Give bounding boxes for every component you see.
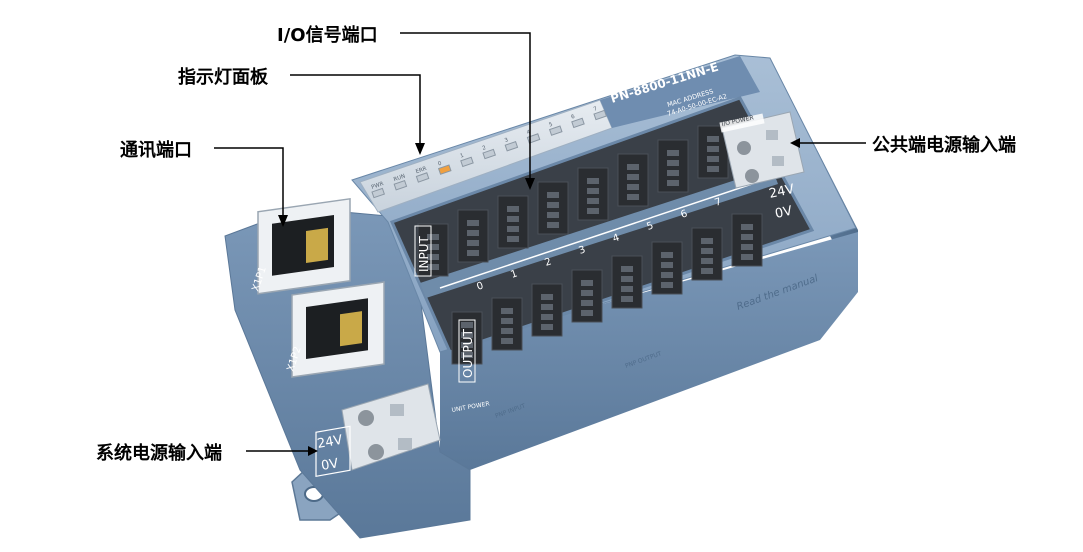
channel-number: 2 (543, 256, 553, 268)
output-terminal-5[interactable] (651, 241, 683, 295)
output-terminal-6[interactable] (691, 227, 723, 281)
ethernet-port-2[interactable] (291, 281, 385, 378)
led-label: 3 (504, 137, 510, 144)
channel-number: 1 (509, 268, 519, 280)
indicator-leds: PWR RUN ERR 0 1 2 3 4 5 6 7 (371, 106, 607, 199)
led-pwr (371, 187, 385, 199)
input-terminal-5[interactable] (617, 153, 649, 207)
channel-number: 3 (577, 244, 587, 256)
led-3 (504, 140, 519, 152)
output-label-box (458, 319, 476, 383)
led-label: 7 (593, 106, 599, 113)
channel-number: 4 (611, 232, 621, 244)
callout-system-power: 系统电源输入端 (96, 443, 222, 464)
led-label: RUN (393, 174, 406, 184)
output-terminal-4[interactable] (611, 255, 643, 309)
led-label: 5 (548, 122, 554, 129)
module-front-face (440, 232, 858, 470)
channel-number: 7 (713, 196, 723, 208)
input-terminal-7[interactable] (697, 125, 729, 179)
led-1 (460, 156, 474, 168)
output-label: OUTPUT (461, 328, 475, 378)
system-0v: 0V (320, 456, 340, 474)
led-err (415, 172, 430, 183)
output-terminal-0[interactable] (451, 311, 483, 365)
led-run (393, 179, 408, 191)
common-power-terminal[interactable] (719, 111, 805, 189)
callout-common-power: 公共端电源输入端 (872, 135, 1016, 156)
led-label: 4 (526, 129, 532, 136)
input-terminal-6[interactable] (657, 139, 689, 193)
led-5 (548, 125, 563, 136)
input-label: INPUT (417, 235, 431, 272)
input-terminal-0[interactable] (417, 223, 449, 277)
callout-indicator-panel: 指示灯面板 (178, 67, 268, 88)
led-label: 1 (459, 153, 464, 160)
output-terminal-1[interactable] (491, 297, 523, 351)
model-label-band (600, 56, 760, 128)
leader-system-power-arrow (308, 446, 318, 456)
channel-numbers: 0 1 2 3 4 5 6 7 (475, 196, 723, 292)
system-power-terminal[interactable] (341, 383, 441, 471)
input-label-box (414, 225, 432, 277)
led-0 (437, 164, 452, 175)
output-terminal-7[interactable] (731, 213, 763, 267)
led-6 (571, 117, 585, 129)
leader-comm-arrow (278, 215, 288, 227)
leader-comm (214, 147, 284, 222)
output-terminal-2[interactable] (531, 283, 563, 337)
ethernet-port-1[interactable] (257, 197, 351, 295)
input-terminal-2[interactable] (497, 195, 529, 249)
common-0v: 0V (774, 204, 794, 222)
output-terminal-3[interactable] (571, 269, 603, 323)
led-label: ERR (415, 166, 428, 175)
input-terminal-3[interactable] (537, 181, 569, 235)
led-label: 6 (570, 114, 576, 121)
led-label: 2 (482, 145, 487, 152)
channel-number: 6 (679, 208, 689, 220)
led-label: PWR (371, 181, 385, 191)
input-terminal-4[interactable] (577, 167, 609, 221)
callout-comm-port: 通讯端口 (120, 140, 192, 161)
io-terminal-blocks (417, 125, 763, 365)
leader-io-port-arrow (525, 178, 535, 190)
leader-indicator (290, 74, 421, 150)
common-24v: 24V (768, 182, 796, 202)
led-2 (482, 148, 496, 160)
system-24v: 24V (316, 433, 344, 452)
callout-io-port: I/O信号端口 (277, 25, 378, 46)
led-7 (593, 109, 607, 121)
channel-number: 0 (475, 280, 485, 292)
leader-common-power-arrow (790, 138, 800, 148)
input-terminal-1[interactable] (457, 209, 489, 263)
leader-io-port (400, 32, 531, 185)
led-label: 0 (437, 161, 443, 168)
channel-line (439, 177, 771, 289)
channel-number: 5 (645, 220, 655, 232)
system-voltage-box (315, 425, 351, 477)
leader-indicator-arrow (415, 143, 425, 155)
